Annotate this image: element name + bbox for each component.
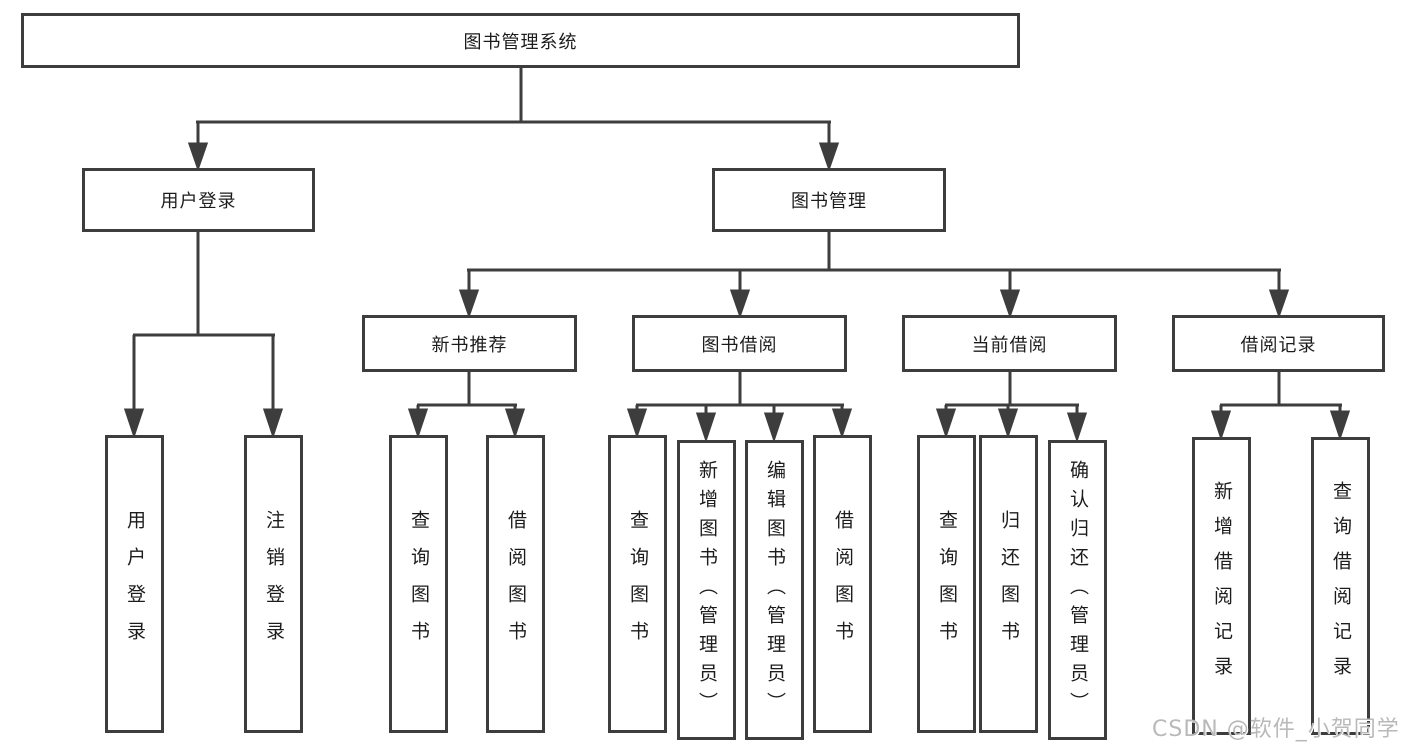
connector-borrow-records-to-leaves (1210, 372, 1351, 441)
leaf-label: 查询图书 (627, 510, 649, 658)
node-root: 图书管理系统 (21, 13, 1020, 68)
leaf-label: 确认归还（管理员） (1067, 459, 1089, 721)
leaf-edit-book-admin: 编辑图书（管理员） (745, 440, 804, 740)
leaf-label: 注销登录 (263, 510, 285, 658)
csdn-watermark: CSDN @软件_小贺同学 (1152, 717, 1400, 742)
node-book-borrow: 图书借阅 (632, 315, 847, 372)
leaf-label: 归还图书 (998, 510, 1020, 658)
connector-current-borrow-to-leaves (935, 372, 1088, 443)
node-book-management: 图书管理 (712, 168, 946, 232)
leaf-query-book-recommend: 查询图书 (389, 435, 448, 733)
leaf-return-book: 归还图书 (979, 435, 1038, 733)
connector-user-login-to-leaves (123, 232, 284, 439)
node-borrow-records: 借阅记录 (1172, 315, 1385, 372)
leaf-query-book-current: 查询图书 (917, 435, 976, 733)
leaf-confirm-return-admin: 确认归还（管理员） (1048, 440, 1107, 740)
node-user-login: 用户登录 (82, 168, 315, 232)
connector-book-management-to-level3 (458, 232, 1290, 319)
leaf-logout: 注销登录 (244, 435, 303, 733)
leaf-query-borrow-record: 查询借阅记录 (1311, 437, 1370, 735)
leaf-label: 借阅图书 (505, 510, 527, 658)
leaf-label: 新增图书（管理员） (696, 459, 718, 721)
leaf-query-book-borrow: 查询图书 (608, 435, 667, 733)
leaf-label: 借阅图书 (832, 510, 854, 658)
leaf-label: 查询借阅记录 (1330, 481, 1352, 691)
leaf-label: 查询图书 (408, 510, 430, 658)
leaf-label: 查询图书 (936, 510, 958, 658)
node-current-borrow: 当前借阅 (902, 315, 1117, 372)
leaf-add-book-admin: 新增图书（管理员） (677, 440, 736, 740)
connector-root-to-level2 (187, 68, 840, 172)
leaf-borrow-book-recommend: 借阅图书 (486, 435, 545, 733)
connector-new-book-to-leaves (407, 372, 526, 439)
leaf-borrow-book: 借阅图书 (813, 435, 872, 733)
leaf-label: 编辑图书（管理员） (764, 459, 786, 721)
node-new-book-recommend: 新书推荐 (362, 315, 577, 372)
leaf-label: 新增借阅记录 (1211, 481, 1233, 691)
connector-book-borrow-to-leaves (626, 372, 853, 443)
leaf-user-login: 用户登录 (105, 435, 164, 733)
leaf-label: 用户登录 (124, 510, 146, 658)
leaf-add-borrow-record: 新增借阅记录 (1192, 437, 1251, 735)
